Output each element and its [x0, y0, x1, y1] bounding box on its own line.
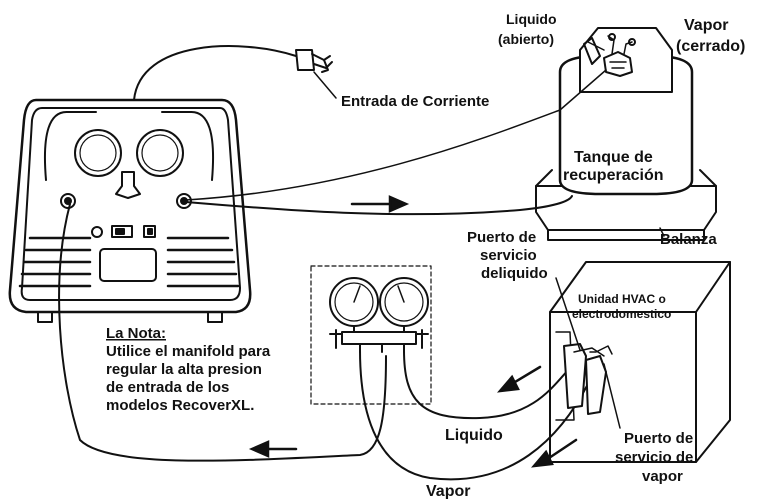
label-nota-1: Utilice el manifold para: [106, 343, 271, 360]
label-vapor-line: Vapor: [426, 483, 470, 499]
puerto-vapor-callout-line: [603, 363, 621, 429]
label-nota-title: La Nota:: [106, 325, 166, 342]
hose-liquid: [403, 349, 577, 420]
recovery-machine: [8, 98, 252, 323]
flow-arrow-liquid: [496, 365, 542, 393]
flow-arrow-to-tank: [350, 195, 410, 213]
label-puerto-vap-3: vapor: [642, 468, 683, 485]
recovery-tank: [535, 27, 717, 241]
power-cord: [133, 45, 333, 101]
label-nota-2: regular la alta presion: [106, 361, 262, 378]
hose-to-tank-liquid: [185, 69, 607, 201]
label-puerto-liq-3: deliquido: [481, 265, 548, 282]
label-cerrado: (cerrado): [676, 38, 745, 55]
label-puerto-vap-2: servicio de: [615, 449, 693, 466]
manifold-gauge-set: [310, 265, 432, 405]
label-puerto-vap-1: Puerto de: [624, 430, 693, 447]
label-balanza: Balanza: [660, 231, 717, 248]
label-liquido-tank: Liquido: [506, 11, 557, 27]
label-unidad-2: electrodomestico: [572, 307, 671, 321]
puerto-liquido-callout-line: [555, 277, 581, 351]
label-nota-3: de entrada de los: [106, 379, 229, 396]
label-tanque-1: Tanque de: [574, 149, 653, 166]
flow-arrow-return: [248, 440, 298, 458]
label-puerto-liq-2: servicio: [480, 247, 537, 264]
label-nota-4: modelos RecoverXL.: [106, 397, 254, 414]
label-tanque-2: recuperación: [563, 167, 663, 184]
label-puerto-liq-1: Puerto de: [467, 229, 536, 246]
balanza-callout-line: [659, 227, 665, 237]
label-vapor-tank: Vapor: [684, 17, 728, 34]
label-unidad-1: Unidad HVAC o: [578, 292, 666, 306]
hose-vapor: [359, 349, 591, 481]
liquido-callout-line: [587, 41, 605, 51]
hose-to-tank-vapor: [185, 195, 573, 216]
label-entrada-corriente: Entrada de Corriente: [341, 93, 489, 110]
hose-machine-to-manifold: [58, 203, 387, 462]
label-liquido-line: Liquido: [445, 427, 503, 444]
flow-arrow-vapor: [530, 438, 578, 468]
power-callout-line: [313, 71, 337, 99]
label-abierto: (abierto): [498, 31, 554, 47]
